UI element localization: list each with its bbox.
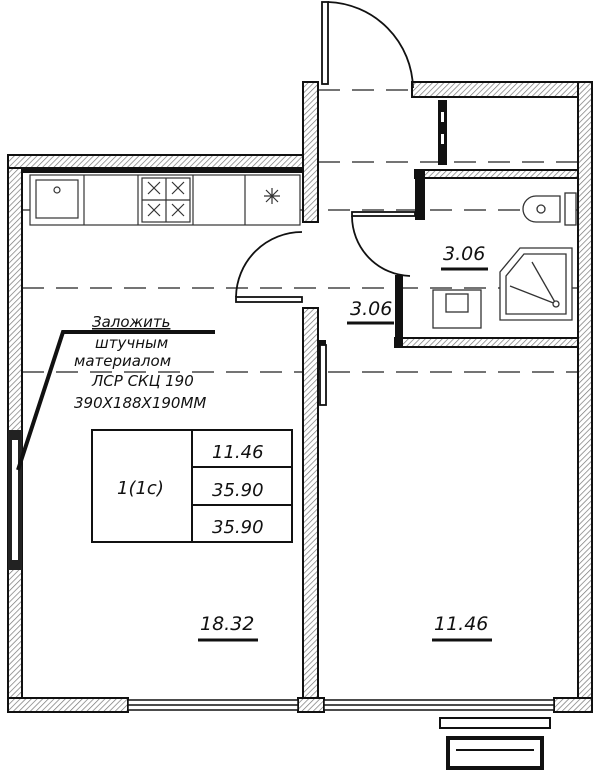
bathroom-fixtures bbox=[432, 192, 577, 329]
living-area: 11.46 bbox=[212, 442, 264, 463]
wall-bottom-right bbox=[553, 697, 593, 713]
wall-inserts bbox=[12, 112, 444, 560]
stove-icon bbox=[141, 177, 191, 223]
shower-icon bbox=[499, 247, 573, 321]
wall-bath-top bbox=[414, 169, 579, 179]
note-line-4: ЛСР СКЦ 190 bbox=[91, 372, 194, 390]
room-door bbox=[319, 344, 327, 406]
note-line-2: штучным bbox=[95, 334, 168, 352]
note-line-3: материалом bbox=[74, 352, 171, 370]
kitchen-door bbox=[235, 296, 303, 303]
wall-bottom-left bbox=[7, 697, 129, 713]
toilet-icon bbox=[522, 192, 577, 226]
bathroom-area: 3.06 bbox=[443, 243, 485, 265]
note-line-5: 390Х188Х190ММ bbox=[74, 394, 206, 412]
wall-bottom-mid bbox=[297, 697, 325, 713]
note-leader-line bbox=[16, 330, 215, 471]
wall-bath-bottom bbox=[394, 337, 579, 348]
total-area-2: 35.90 bbox=[212, 517, 264, 538]
bathroom-door bbox=[351, 211, 416, 217]
kitchen-counter bbox=[29, 174, 301, 226]
walls bbox=[7, 81, 593, 713]
construction-note: Заложить штучным материалом ЛСР СКЦ 190 … bbox=[74, 313, 206, 412]
wall-right bbox=[577, 81, 593, 713]
entrance-door bbox=[321, 1, 329, 85]
wall-partition bbox=[302, 307, 319, 709]
washbasin-icon bbox=[432, 289, 482, 329]
total-area: 35.90 bbox=[212, 480, 264, 501]
fan-icon bbox=[264, 188, 280, 204]
wall-hall-left-upper bbox=[302, 81, 319, 223]
kitchen-area: 18.32 bbox=[200, 613, 254, 635]
sink-icon bbox=[35, 179, 79, 219]
hallway-area: 3.06 bbox=[350, 298, 392, 320]
wall-kitchen-top bbox=[7, 154, 319, 169]
wall-top-right bbox=[411, 81, 593, 98]
note-line-1: Заложить bbox=[92, 313, 170, 331]
summary-table bbox=[91, 429, 293, 543]
apartment-type: 1(1с) bbox=[117, 478, 164, 499]
bedroom-area: 11.46 bbox=[434, 613, 488, 635]
balcony bbox=[439, 717, 551, 770]
doors bbox=[235, 1, 416, 406]
windows bbox=[127, 699, 555, 711]
